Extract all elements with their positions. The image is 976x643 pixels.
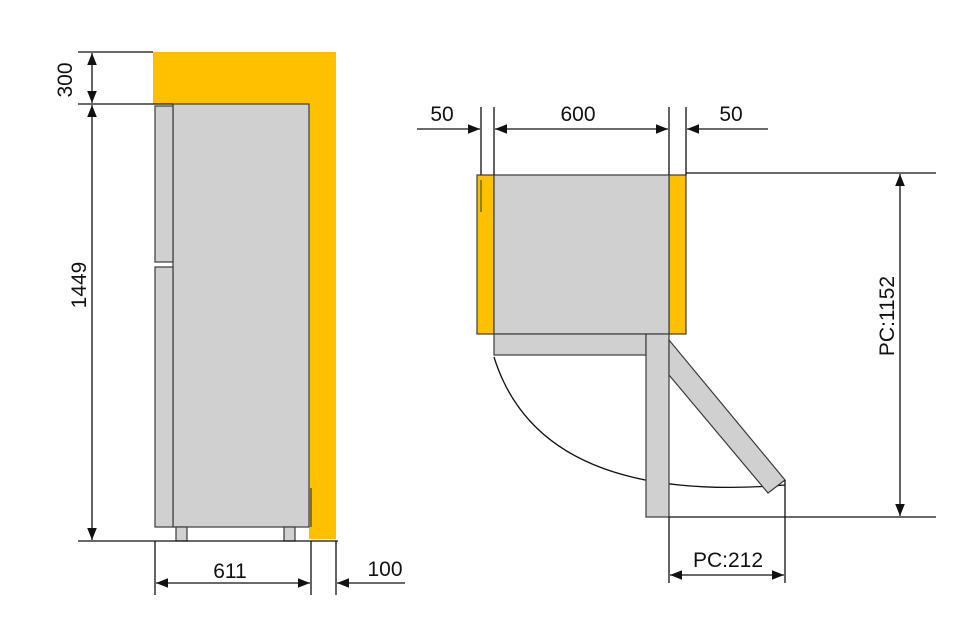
dimension-left-clearance: 50 [417,103,480,134]
label-depth: 611 [213,560,246,583]
label-door-open-depth: PC:1152 [876,276,899,356]
label-left-clearance: 50 [430,103,453,126]
lower-door [154,266,174,528]
dimension-width: 600 [495,103,668,134]
refrigerator-body [172,103,310,528]
dimension-right-clearance: 50 [687,103,768,134]
door-closed [493,333,647,356]
label-height: 1449 [68,262,91,309]
dimension-depth: 611 [156,560,310,588]
refrigerator-top-body [493,174,670,335]
dimension-back-clearance: 100 [337,558,405,588]
dimension-top-clearance: 300 [54,53,97,103]
front-foot [175,526,188,542]
refrigerator-side [154,103,312,542]
door-swing-arc [493,356,786,488]
door-edge [645,333,670,518]
label-back-clearance: 100 [367,558,402,581]
label-width: 600 [560,103,595,126]
label-top-clearance: 300 [54,62,77,97]
dimension-door-swing-width: PC:212 [670,549,784,580]
label-right-clearance: 50 [719,103,742,126]
door-open [668,338,786,494]
cabinet-back-panel [309,52,336,539]
upper-door [154,105,174,263]
label-door-swing-width: PC:212 [693,549,763,572]
side-extension-lines [78,51,338,595]
dimension-height: 1449 [68,105,97,540]
left-side-panel [476,174,495,335]
side-view: 300 1449 611 100 [54,51,405,595]
plan-view: 50 600 50 PC:1152 PC:212 [417,103,936,583]
dimension-door-open-depth: PC:1152 [876,174,905,516]
cabinet-niche [153,52,336,539]
cabinet-top-panel [153,52,336,104]
rear-foot [283,526,296,542]
right-side-panel [668,174,687,335]
plan-extension-lines [480,107,936,583]
